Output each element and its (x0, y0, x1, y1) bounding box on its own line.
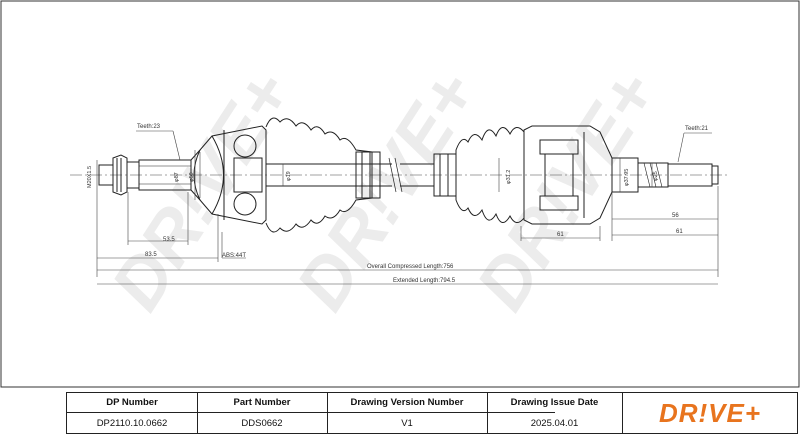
dia-19-label: φ19 (286, 171, 292, 181)
teeth-left-label: Teeth:23 (137, 124, 161, 130)
brand-logo-text: DR!VE+ (658, 397, 762, 428)
title-block-col-4 (622, 393, 623, 433)
dia-3795-label: φ37.95 (624, 169, 630, 186)
dim-835-label: 83.5 (145, 252, 157, 258)
dia-59-label: φ59 (189, 172, 195, 182)
title-block-col-1 (197, 393, 198, 433)
drawing-version-header: Drawing Version Number (350, 397, 464, 408)
abs-label: ABS:44T (222, 253, 246, 259)
brand-logo: DR!VE+ (622, 393, 798, 433)
drawing-issue-date-header: Drawing Issue Date (510, 397, 599, 408)
dia-87-label: φ87 (174, 172, 180, 182)
title-block: DP Number Part Number Drawing Version Nu… (66, 392, 798, 434)
part-number-value: DDS0662 (241, 417, 283, 429)
dim-535-label: 53.5 (163, 237, 175, 243)
title-block-divider (67, 412, 555, 413)
overall-length-label: Overall Compressed Length:756 (367, 264, 454, 270)
dia-31-label: φ31.2 (506, 170, 512, 184)
extended-length-label: Extended Length:794.5 (393, 278, 456, 284)
dim-61b-label: 61 (676, 229, 683, 235)
drawing-issue-date-value: 2025.04.01 (530, 417, 579, 429)
part-number-header: Part Number (233, 397, 291, 408)
thread-label: M20X1.5 (87, 166, 93, 188)
dia-25-label: φ25 (653, 171, 659, 181)
drive-shaft (98, 117, 719, 233)
drawing-version-value: V1 (401, 417, 413, 429)
outer-cv-joint (190, 125, 267, 225)
title-block-col-2 (327, 393, 328, 433)
dim-56-label: 56 (672, 213, 679, 219)
outer-boot (265, 117, 373, 233)
technical-drawing: DR!VE+ DR!VE+ DR!VE+ (0, 0, 800, 388)
teeth-right-label: Teeth:21 (685, 126, 709, 132)
dimension-lines (96, 130, 719, 285)
dimension-labels: Teeth:23 Teeth:21 M20X1.5 φ87 φ59 φ19 φ3… (87, 124, 709, 284)
title-block-col-3 (487, 393, 488, 433)
dp-number-value: DP2110.10.0662 (96, 417, 168, 429)
dim-61a-label: 61 (557, 232, 564, 238)
dp-number-header: DP Number (106, 397, 158, 408)
